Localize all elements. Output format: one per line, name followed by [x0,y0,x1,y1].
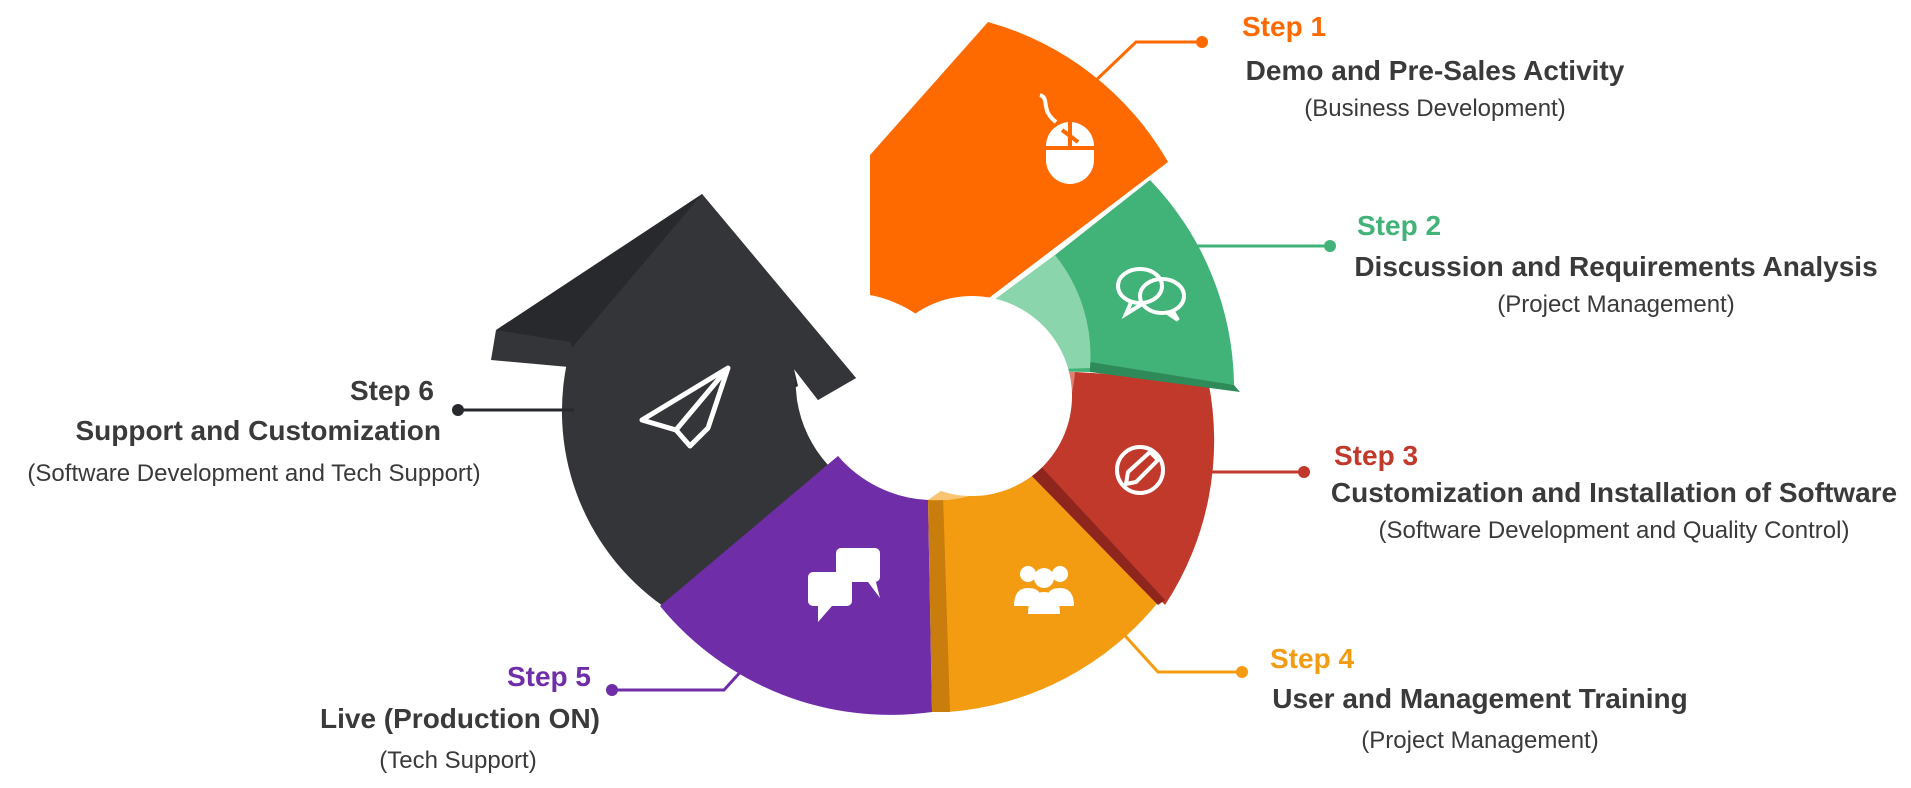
speech-bubbles-icon [808,548,880,622]
mouse-icon [1039,93,1094,184]
segment-step5 [660,456,932,715]
step5-number: Step 5 [507,661,591,692]
paper-plane-icon [639,365,731,449]
connector-step1 [1088,36,1208,88]
step4-subtitle: (Project Management) [1361,727,1598,754]
step6-title: Support and Customization [75,415,441,446]
step6-subtitle: (Software Development and Tech Support) [27,460,480,487]
people-group-icon [1014,566,1074,614]
segment-step1 [870,22,1168,335]
center-hole [872,296,1072,496]
step1-number: Step 1 [1242,11,1326,42]
chat-bubbles-icon [1116,267,1186,322]
step1-title: Demo and Pre-Sales Activity [1246,55,1625,86]
connector-step4 [1116,626,1248,678]
connector-step3 [1208,466,1310,478]
connector-step5 [606,666,746,696]
step4-number: Step 4 [1270,643,1354,674]
step3-subtitle: (Software Development and Quality Contro… [1379,517,1850,544]
step3-number: Step 3 [1334,440,1418,471]
step1-subtitle: (Business Development) [1304,95,1565,122]
pencil-icon [1115,445,1165,495]
connector-step6 [452,404,574,416]
step5-subtitle: (Tech Support) [379,747,536,774]
step4-title: User and Management Training [1272,683,1687,714]
step6-number: Step 6 [350,375,434,406]
step2-number: Step 2 [1357,210,1441,241]
connector-step2 [1190,240,1336,252]
step5-title: Live (Production ON) [320,703,600,734]
step3-title: Customization and Installation of Softwa… [1331,477,1897,508]
step2-title: Discussion and Requirements Analysis [1354,251,1877,282]
step2-subtitle: (Project Management) [1497,291,1734,318]
